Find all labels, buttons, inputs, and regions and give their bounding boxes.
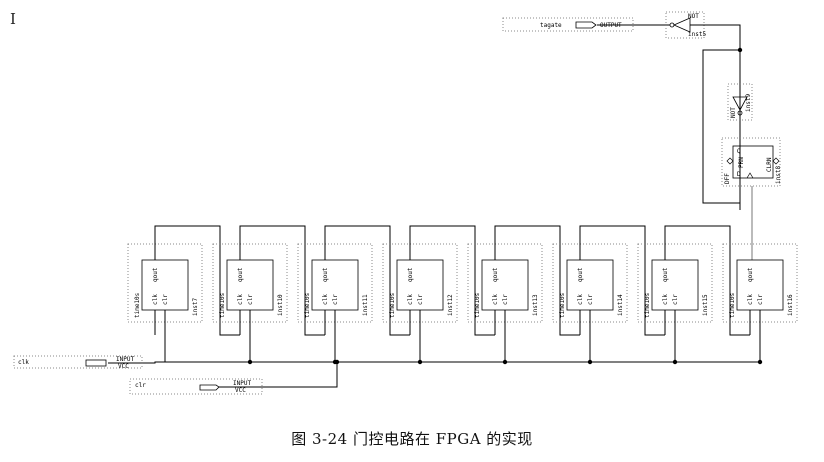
counter-type: time10s	[134, 292, 141, 318]
counter-clr-label: clr	[162, 294, 169, 305]
ripple-wire	[579, 225, 665, 336]
counter-clk-label: clk	[747, 294, 754, 305]
clr-input-pin: clr INPUT VCC	[129, 378, 263, 395]
clr-pin-vcc: VCC	[235, 387, 246, 394]
clr-pin-name: clr	[135, 382, 146, 389]
dff-d-label: D	[737, 171, 741, 178]
counter-qout-label: qout	[407, 267, 414, 282]
counter-type: time10s	[474, 292, 481, 318]
output-not-inst: inst5	[688, 31, 706, 38]
text-cursor-icon: I	[10, 10, 16, 28]
counter-clr-label: clr	[587, 294, 594, 305]
ripple-wire	[664, 225, 750, 336]
clk-pin-name: clk	[18, 359, 29, 366]
ripple-wire	[154, 225, 240, 336]
counter-clk-label: clk	[237, 294, 244, 305]
clk-input-pin: clk INPUT VCC	[13, 355, 143, 370]
counter-clr-label: clr	[417, 294, 424, 305]
clk-pin-type: INPUT	[116, 356, 134, 363]
counter-inst: inst14	[617, 294, 624, 316]
counter-clk-label: clk	[577, 294, 584, 305]
counter-type: time10s	[559, 292, 566, 318]
counter-clr-label: clr	[332, 294, 339, 305]
counter-inst: inst16	[787, 294, 794, 316]
dff-clrn-label: CLRN	[766, 157, 773, 172]
counter-clr-label: clr	[247, 294, 254, 305]
dff: Q PRN CLRN D DFF inst8	[721, 137, 782, 187]
counter-qout-label: qout	[322, 267, 329, 282]
counter-qout-label: qout	[237, 267, 244, 282]
counter-clr-label: clr	[757, 294, 764, 305]
clk-pin-vcc: VCC	[118, 363, 129, 370]
counter-qout-label: qout	[492, 267, 499, 282]
dff-inst: inst8	[775, 166, 782, 184]
clr-pin-type: INPUT	[233, 380, 251, 387]
counter-qout-label: qout	[662, 267, 669, 282]
output-pin-name: tagate	[540, 22, 562, 29]
counter-qout-label: qout	[747, 267, 754, 282]
counter-clk-label: clk	[407, 294, 414, 305]
counter-clk-label: clk	[662, 294, 669, 305]
feedback-not-gate: NOT inst9	[727, 83, 753, 121]
feedback-not-type: NOT	[730, 107, 737, 118]
feedback-not-inst: inst9	[745, 94, 752, 112]
counter-clk-label: clk	[152, 294, 159, 305]
output-not-type: NOT	[688, 13, 699, 20]
counter-clk-label: clk	[322, 294, 329, 305]
clr-input-wire	[219, 362, 338, 388]
counter-clk-label: clk	[492, 294, 499, 305]
dff-prn-label: PRN	[738, 157, 745, 168]
figure-caption: 图 3-24 门控电路在 FPGA 的实现	[291, 430, 533, 448]
ripple-wire	[324, 225, 410, 336]
counter-qout-label: qout	[577, 267, 584, 282]
counter-type: time10s	[644, 292, 651, 318]
counter-type: time10s	[729, 292, 736, 318]
clr-bus	[108, 361, 760, 364]
ripple-wire	[239, 225, 325, 336]
counter-type: time10s	[389, 292, 396, 318]
counter-qout-label: qout	[152, 267, 159, 282]
counter-inst: inst11	[362, 294, 369, 316]
counter-type: time10s	[304, 292, 311, 318]
dff-type: DFF	[724, 173, 731, 184]
counter-inst: inst7	[192, 298, 199, 316]
counter-clr-label: clr	[672, 294, 679, 305]
counter-inst: inst12	[447, 294, 454, 316]
counter-type: time10s	[219, 292, 226, 318]
junction-dot	[334, 359, 340, 365]
dff-q-label: Q	[737, 148, 741, 155]
counter-inst: inst10	[277, 294, 284, 316]
counter-clr-label: clr	[502, 294, 509, 305]
counter-inst: inst13	[532, 294, 539, 316]
ripple-wire	[409, 225, 495, 336]
ripple-wire	[494, 225, 580, 336]
counter-inst: inst15	[702, 294, 709, 316]
